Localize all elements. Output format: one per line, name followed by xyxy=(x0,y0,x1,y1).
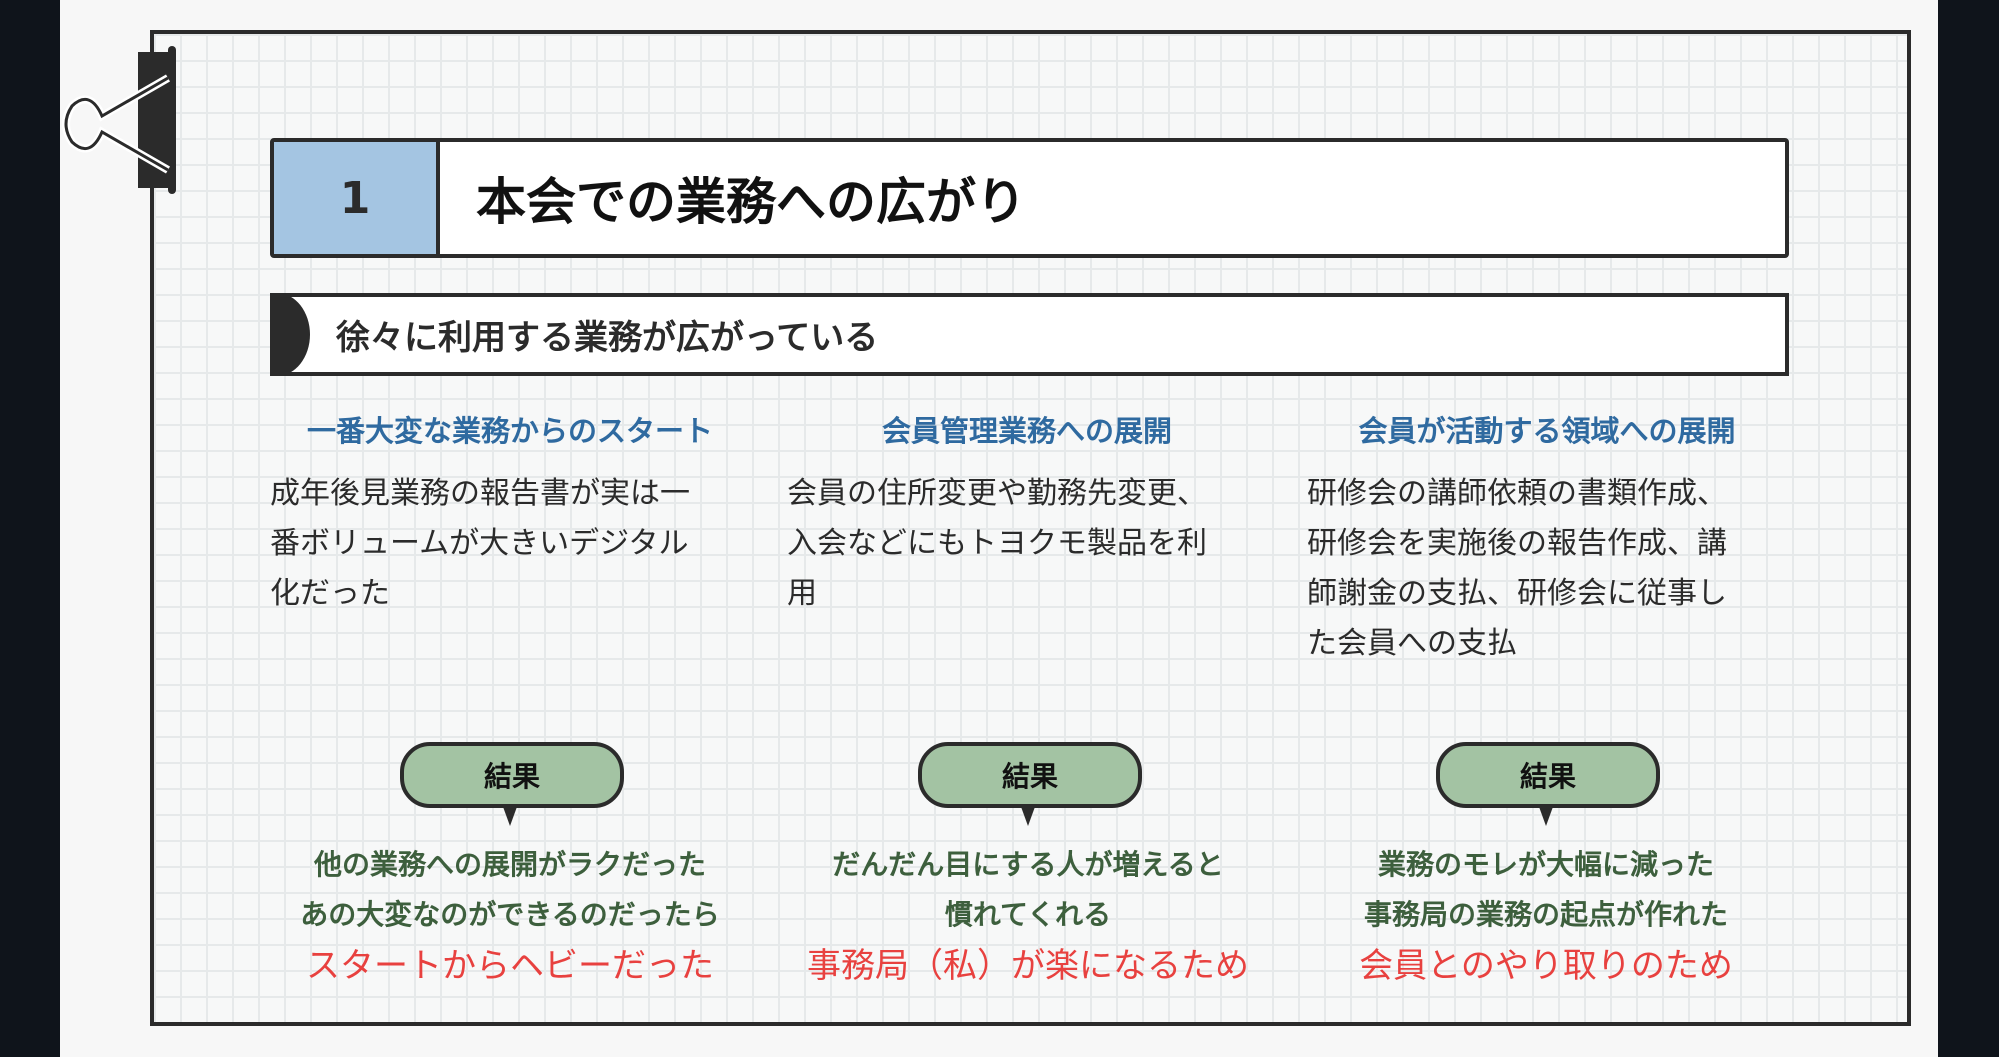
body-line: 会員の住所変更や勤務先変更、 xyxy=(787,476,1207,511)
binder-clip-icon xyxy=(62,46,176,194)
left-border-bar xyxy=(0,0,60,1057)
subtitle-bar: 徐々に利用する業務が広がっている xyxy=(270,293,1789,376)
result-bubble: 結果 xyxy=(1436,742,1660,808)
column-heading: 一番大変な業務からのスタート xyxy=(306,414,713,448)
section-title: 本会での業務への広がり xyxy=(476,173,1026,231)
reason-text: スタートからヘビーだった xyxy=(306,946,714,986)
subtitle-text: 徐々に利用する業務が広がっている xyxy=(336,318,879,358)
result-bubble: 結果 xyxy=(918,742,1142,808)
result-line: 他の業務への展開がラクだった xyxy=(313,848,706,881)
body-line: 化だった xyxy=(270,576,390,611)
column-start: 一番大変な業務からのスタート 成年後見業務の報告書が実は一 番ボリュームが大きい… xyxy=(270,405,750,619)
reason-text: 事務局（私）が楽になるため xyxy=(807,946,1249,986)
reason-text: 会員とのやり取りのため xyxy=(1359,946,1733,986)
result-block: だんだん目にする人が増えると 慣れてくれる 事務局（私）が楽になるため xyxy=(758,840,1298,992)
result-bubble: 結果 xyxy=(400,742,624,808)
body-line: 用 xyxy=(787,576,817,611)
result-line: 事務局の業務の起点が作れた xyxy=(1363,898,1728,931)
column-body: 成年後見業務の報告書が実は一 番ボリュームが大きいデジタル 化だった xyxy=(270,469,750,619)
body-line: た会員への支払 xyxy=(1307,626,1517,661)
subtitle-cap-decoration xyxy=(274,297,310,372)
result-line: 業務のモレが大幅に減った xyxy=(1377,848,1714,881)
body-line: 研修会の講師依頼の書類作成、 xyxy=(1307,476,1727,511)
section-title-box: 1 本会での業務への広がり xyxy=(270,138,1789,258)
column-body: 研修会の講師依頼の書類作成、 研修会を実施後の報告作成、講 師謝金の支払、研修会… xyxy=(1307,469,1787,669)
body-line: 成年後見業務の報告書が実は一 xyxy=(270,476,690,511)
column-member-activities: 会員が活動する領域への展開 研修会の講師依頼の書類作成、 研修会を実施後の報告作… xyxy=(1307,405,1787,669)
column-heading: 会員管理業務への展開 xyxy=(881,414,1172,448)
body-line: 入会などにもトヨクモ製品を利 xyxy=(787,526,1207,561)
result-block: 業務のモレが大幅に減った 事務局の業務の起点が作れた 会員とのやり取りのため xyxy=(1276,840,1816,992)
section-number: 1 xyxy=(274,142,440,254)
bubble-tail xyxy=(1538,804,1554,826)
column-heading: 会員が活動する領域への展開 xyxy=(1358,414,1736,448)
body-line: 研修会を実施後の報告作成、講 xyxy=(1307,526,1727,561)
result-line: だんだん目にする人が増えると xyxy=(832,848,1224,881)
right-border-bar xyxy=(1938,0,1999,1057)
column-body: 会員の住所変更や勤務先変更、 入会などにもトヨクモ製品を利 用 xyxy=(787,469,1267,619)
bubble-tail xyxy=(502,804,518,826)
result-block: 他の業務への展開がラクだった あの大変なのができるのだったら スタートからヘビー… xyxy=(240,840,780,992)
column-member-management: 会員管理業務への展開 会員の住所変更や勤務先変更、 入会などにもトヨクモ製品を利… xyxy=(787,405,1267,619)
result-line: あの大変なのができるのだったら xyxy=(300,898,720,931)
result-line: 慣れてくれる xyxy=(944,898,1112,931)
body-line: 師謝金の支払、研修会に従事し xyxy=(1307,576,1727,611)
bubble-tail xyxy=(1020,804,1036,826)
body-line: 番ボリュームが大きいデジタル xyxy=(270,526,689,561)
